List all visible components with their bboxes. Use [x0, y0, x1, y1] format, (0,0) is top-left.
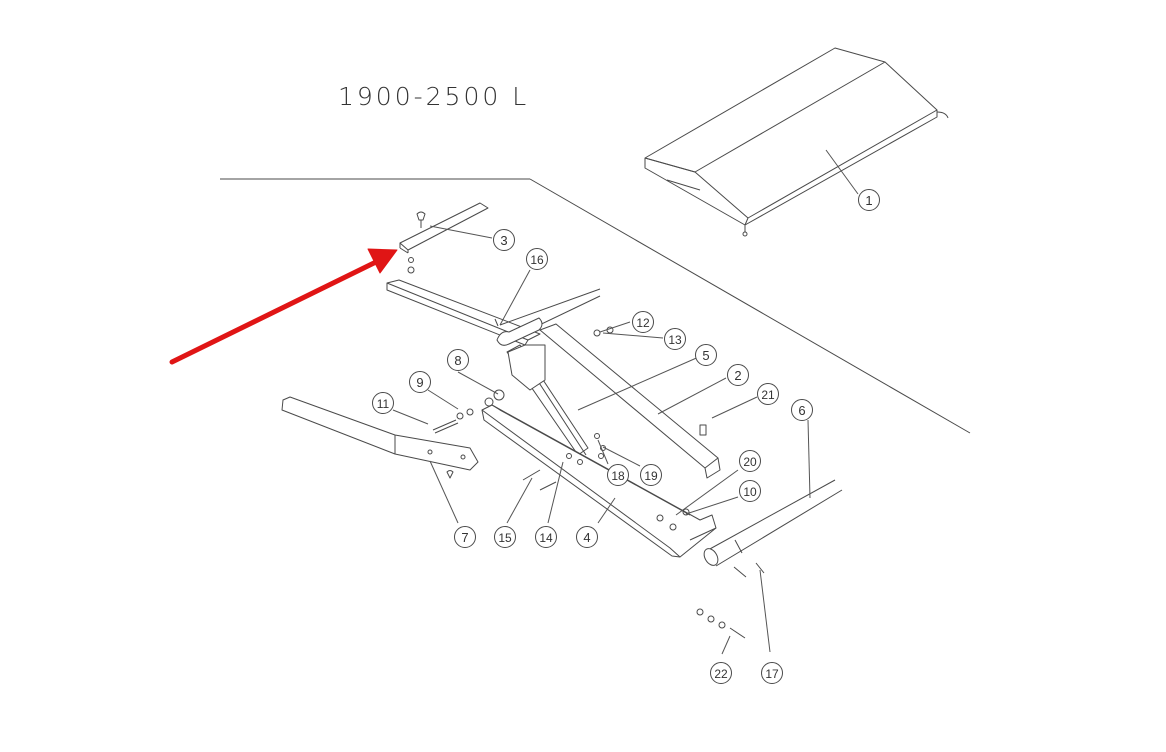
callout-4-label: 4 [583, 530, 590, 545]
callout-15-label: 15 [498, 531, 512, 545]
callout-13: 13 [664, 328, 686, 350]
callout-11-label: 11 [377, 397, 390, 411]
callout-7-label: 7 [461, 530, 468, 545]
callout-8: 8 [447, 349, 469, 371]
callout-5: 5 [695, 344, 717, 366]
callout-19-label: 19 [644, 469, 658, 483]
callout-22: 22 [710, 662, 732, 684]
pointer-arrow [169, 248, 398, 365]
callout-14: 14 [535, 526, 557, 548]
callout-9-label: 9 [416, 375, 423, 390]
part-6-tube [703, 479, 843, 567]
hardware-parts [432, 326, 765, 639]
part-3-strip [399, 202, 489, 274]
callout-20: 20 [739, 450, 761, 472]
callout-8-label: 8 [454, 353, 461, 368]
callout-17-label: 17 [765, 667, 779, 681]
callout-11: 11 [372, 392, 394, 414]
part-7-arm [281, 396, 479, 479]
callout-2: 2 [727, 364, 749, 386]
part-2-rail [539, 323, 721, 479]
callout-2-label: 2 [734, 368, 741, 383]
callout-13-label: 13 [668, 333, 682, 347]
callout-12: 12 [632, 311, 654, 333]
callout-5-label: 5 [702, 348, 709, 363]
callout-4: 4 [576, 526, 598, 548]
callout-6: 6 [791, 399, 813, 421]
callout-18-label: 18 [611, 469, 625, 483]
callout-16-label: 16 [530, 253, 544, 267]
callout-3: 3 [493, 229, 515, 251]
callout-19: 19 [640, 464, 662, 486]
section-plane [220, 178, 971, 434]
callout-3-label: 3 [500, 233, 507, 248]
callout-7: 7 [454, 526, 476, 548]
callout-6-label: 6 [798, 403, 805, 418]
callout-16: 16 [526, 248, 548, 270]
leader-lines [392, 149, 859, 655]
callout-14-label: 14 [539, 531, 553, 545]
callout-22-label: 22 [714, 667, 728, 681]
callout-15: 15 [494, 526, 516, 548]
callout-21-label: 21 [761, 388, 775, 402]
callout-1-label: 1 [865, 193, 872, 208]
callout-12-label: 12 [636, 316, 650, 330]
part-1-cover [644, 47, 949, 237]
callout-17: 17 [761, 662, 783, 684]
callout-10-label: 10 [743, 485, 757, 499]
callout-1: 1 [858, 189, 880, 211]
part-16-channel [386, 279, 601, 346]
callout-9: 9 [409, 371, 431, 393]
callout-10: 10 [739, 480, 761, 502]
callout-21: 21 [757, 383, 779, 405]
diagram-title: 1900-2500 L [338, 82, 530, 111]
callout-18: 18 [607, 464, 629, 486]
callout-20-label: 20 [743, 455, 757, 469]
